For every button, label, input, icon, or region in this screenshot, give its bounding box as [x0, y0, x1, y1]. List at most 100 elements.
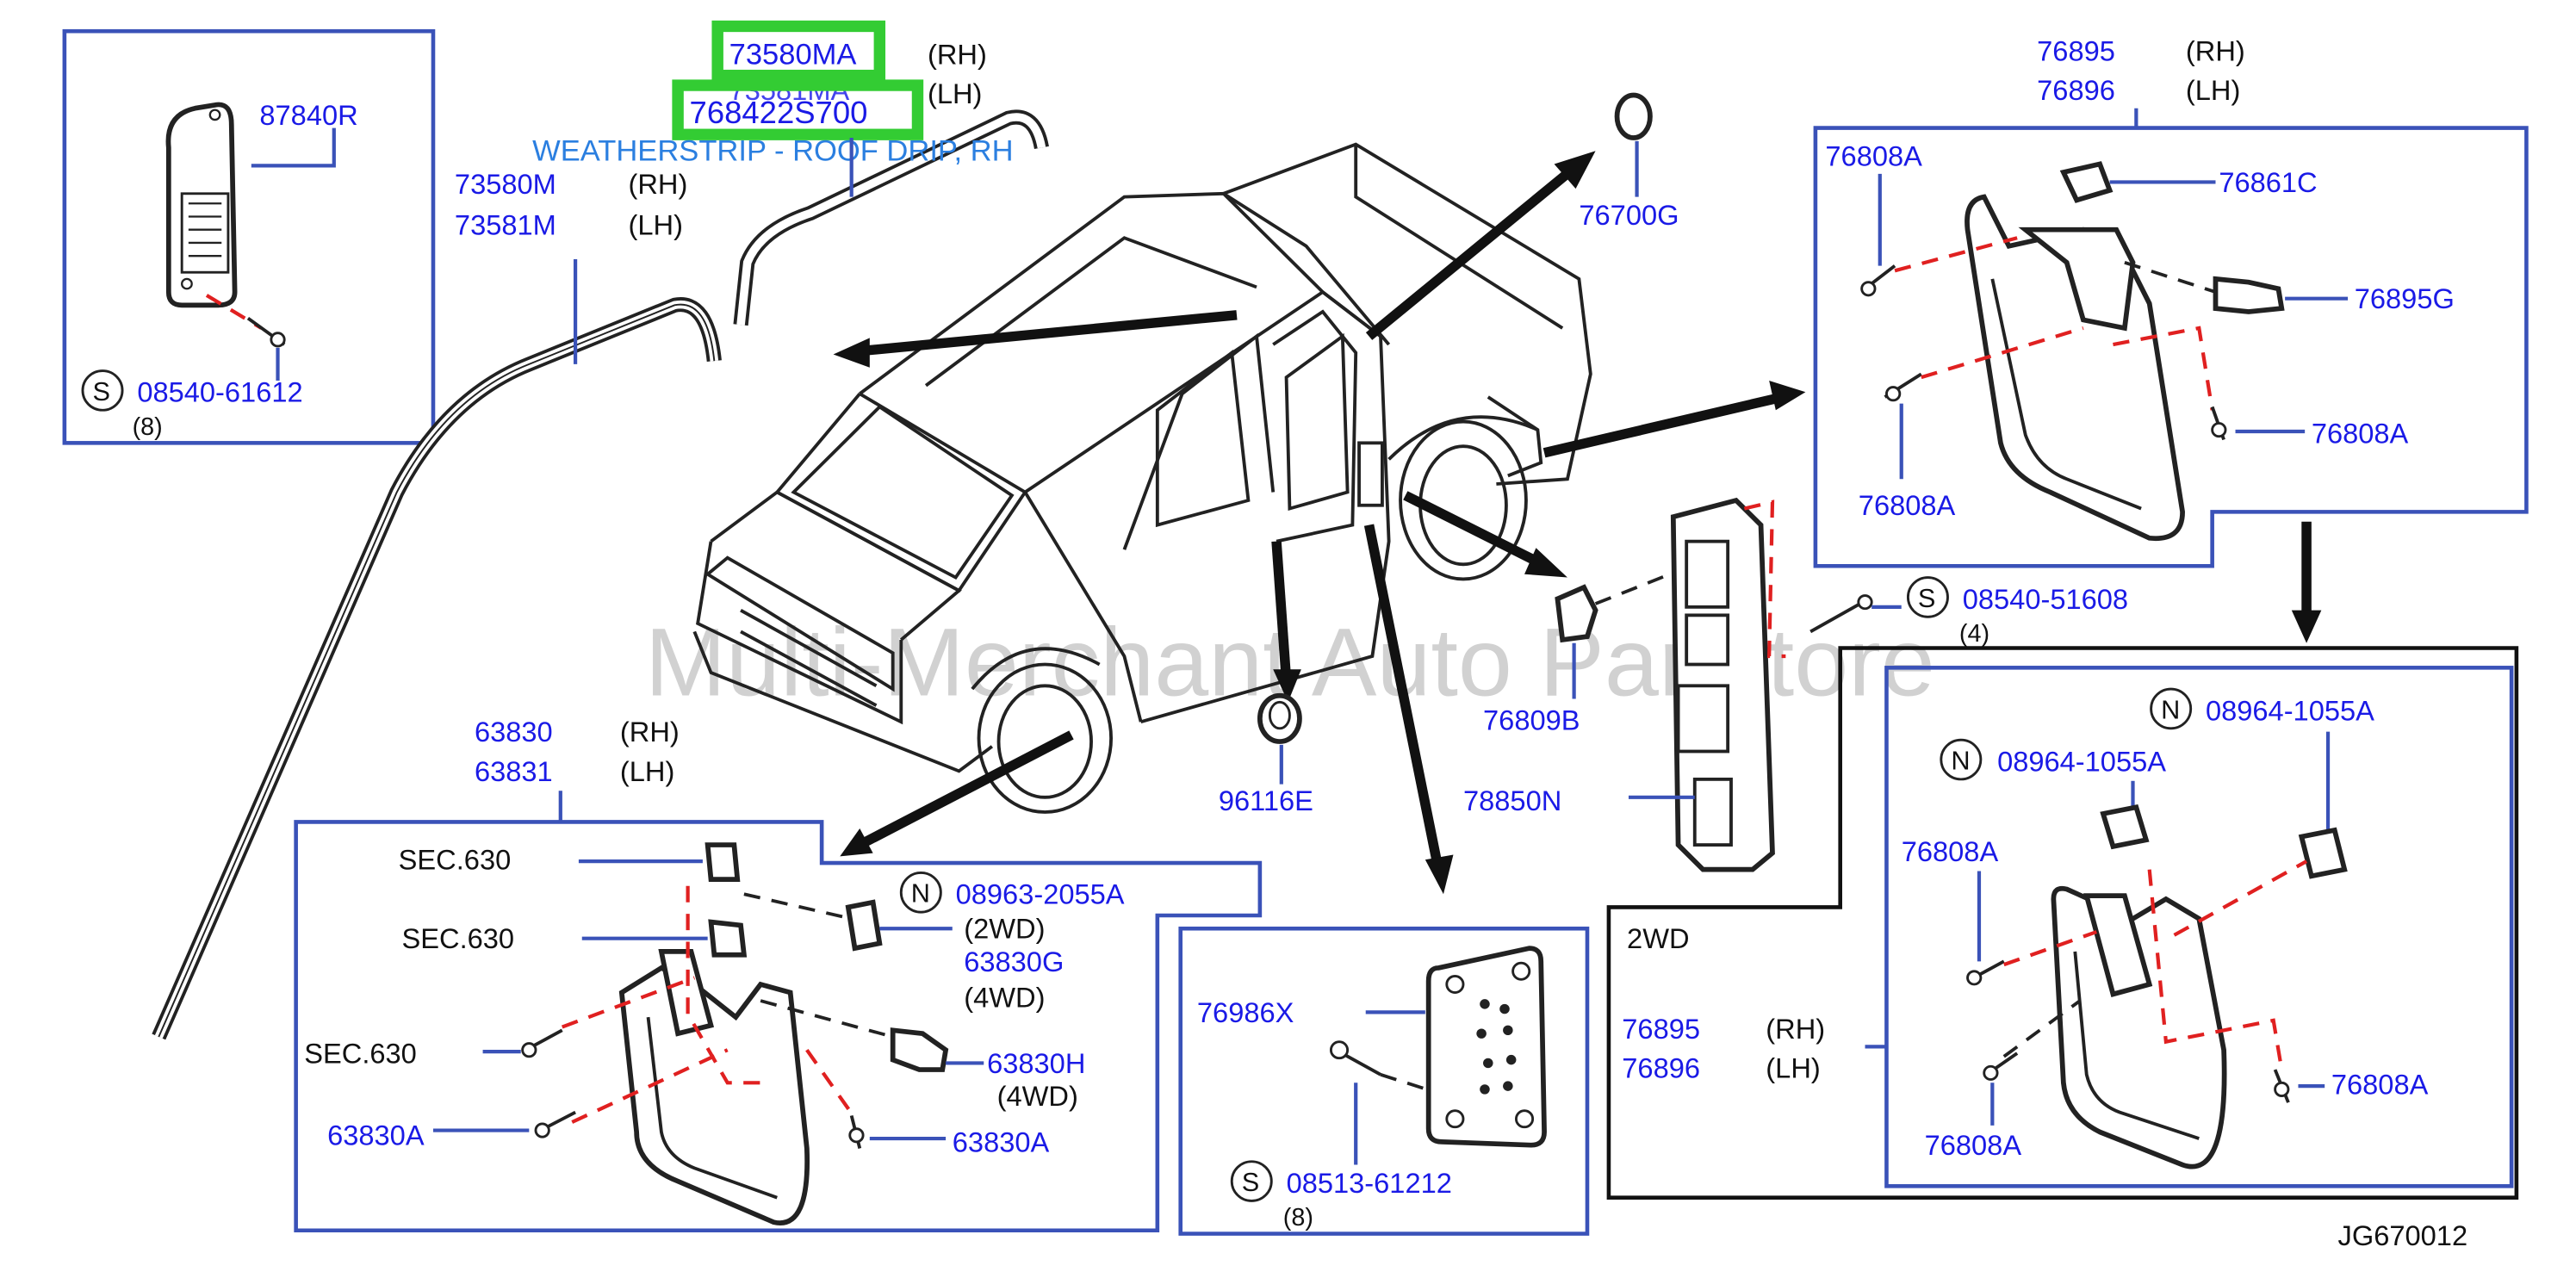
- part-label-08540-51608[interactable]: 08540-51608: [1963, 584, 2128, 615]
- cap-part-76700g: [1614, 92, 1653, 140]
- part-label-76895[interactable]: 76895: [2037, 36, 2115, 67]
- svg-text:N: N: [1951, 747, 1970, 776]
- qty-label: (8): [133, 413, 163, 441]
- part-label-76895-br[interactable]: 76895: [1622, 1014, 1700, 1045]
- mud-flap-part-63830: [618, 949, 810, 1225]
- part-label-76808a-br-b[interactable]: 76808A: [1925, 1130, 2022, 1161]
- part-label-76809b[interactable]: 76809B: [1483, 705, 1580, 736]
- part-label-76700g[interactable]: 76700G: [1579, 200, 1679, 231]
- svg-text:(LH): (LH): [629, 210, 683, 241]
- mud-flap-part-76895-2wd: [2051, 885, 2227, 1169]
- screw-icon: [2273, 1069, 2290, 1103]
- screw-icon: [1809, 594, 1873, 634]
- bottom-right-box: 2WD N 08964-1055A N 08964-1055A 76808A: [1606, 646, 2519, 1200]
- svg-text:(RH): (RH): [928, 39, 987, 70]
- svg-text:(2WD): (2WD): [964, 914, 1045, 945]
- sec-label-c: SEC.630: [304, 1039, 417, 1070]
- svg-text:S: S: [93, 377, 110, 406]
- part-label-73580m[interactable]: 73580M: [455, 169, 556, 200]
- svg-text:S: S: [1242, 1168, 1259, 1197]
- label-2wd: 2WD: [1627, 923, 1690, 954]
- part-label-76808a-b[interactable]: 76808A: [1859, 490, 1956, 521]
- sec-label-b: SEC.630: [402, 923, 515, 954]
- screw-icon: [1966, 959, 2005, 986]
- clip-icon: [890, 1027, 949, 1072]
- grommet-icon: [1257, 692, 1302, 744]
- screw-icon: [534, 1110, 576, 1138]
- pickup-truck-illustration: [692, 142, 1592, 814]
- part-label-08540-61612[interactable]: 08540-61612: [137, 377, 302, 408]
- clip-icon: [2298, 827, 2348, 879]
- part-label-76808a[interactable]: 76808A: [1825, 141, 1922, 172]
- screw-icon: [246, 317, 286, 348]
- part-label-76895g[interactable]: 76895G: [2355, 283, 2455, 314]
- svg-text:(RH): (RH): [2186, 36, 2245, 67]
- bottom-center-box: 76986X S 08513-61212 (8): [1178, 926, 1590, 1236]
- part-label-08963-2055a[interactable]: 08963-2055A: [956, 879, 1125, 910]
- roof-drip-weatherstrip-short: [733, 109, 1049, 326]
- part-label-63830h[interactable]: 63830H: [987, 1048, 1085, 1079]
- n-symbol-icon: N: [899, 872, 942, 914]
- part-label-63830g[interactable]: 63830G: [964, 946, 1064, 977]
- clip-icon: [705, 842, 741, 882]
- svg-text:N: N: [911, 879, 930, 909]
- part-label-08964-1055a[interactable]: 08964-1055A: [2206, 695, 2374, 726]
- svg-text:(4): (4): [1959, 620, 1989, 648]
- top-left-box: 87840R S 08540-61612 (8): [62, 28, 436, 445]
- part-label-76808a-br[interactable]: 76808A: [1902, 836, 1999, 867]
- sec-label-a: SEC.630: [399, 845, 512, 876]
- svg-text:(8): (8): [1283, 1204, 1313, 1231]
- svg-text:(LH): (LH): [928, 78, 982, 109]
- svg-text:(4WD): (4WD): [964, 983, 1045, 1014]
- part-label-63831[interactable]: 63831: [475, 756, 553, 787]
- screw-icon: [848, 1114, 865, 1149]
- clip-icon: [2059, 161, 2114, 203]
- clip-icon: [708, 919, 748, 958]
- part-label-73581m[interactable]: 73581M: [455, 210, 556, 241]
- screw-icon: [1884, 372, 1922, 402]
- svg-text:N: N: [2161, 695, 2180, 724]
- part-label-768422s700[interactable]: 768422S700: [690, 95, 868, 130]
- svg-text:(LH): (LH): [2186, 75, 2240, 106]
- mud-flap-part-87840r: [165, 102, 238, 308]
- part-label-63830[interactable]: 63830: [475, 717, 553, 748]
- top-right-box: 76895 (RH) 76896 (LH) 76808A 76861C 7689…: [1813, 36, 2529, 568]
- svg-text:(RH): (RH): [1766, 1014, 1825, 1045]
- part-label-76808a-c[interactable]: 76808A: [2312, 418, 2409, 449]
- part-label-76896-br[interactable]: 76896: [1622, 1053, 1700, 1084]
- part-label-76896[interactable]: 76896: [2037, 75, 2115, 106]
- screw-icon: [521, 1028, 563, 1058]
- s-symbol-icon: S: [81, 369, 124, 412]
- plate-part-76986x: [1425, 946, 1547, 1148]
- highlight-header: 73581MA 73580MA (RH) (LH) 768422S700 WEA…: [532, 20, 1014, 197]
- part-label-76861c[interactable]: 76861C: [2219, 167, 2317, 198]
- part-label-73580ma[interactable]: 73580MA: [729, 38, 857, 71]
- svg-text:(LH): (LH): [1766, 1053, 1820, 1084]
- part-label-63830a[interactable]: 63830A: [327, 1120, 425, 1151]
- part-label-76986x[interactable]: 76986X: [1197, 997, 1294, 1028]
- part-label-78850n[interactable]: 78850N: [1463, 785, 1561, 816]
- s-symbol-icon: S: [1906, 576, 1949, 618]
- bracket-part-78850n: [1670, 497, 1775, 872]
- highlight-box-768422s700: [672, 79, 924, 140]
- part-label-76808a-br-c[interactable]: 76808A: [2331, 1070, 2429, 1101]
- screw-icon: [1329, 1040, 1381, 1076]
- part-description: WEATHERSTRIP - ROOF DRIP, RH: [532, 135, 1013, 168]
- screw-icon: [1860, 264, 1896, 297]
- svg-text:(4WD): (4WD): [997, 1081, 1078, 1112]
- part-label-96116e[interactable]: 96116E: [1219, 785, 1313, 816]
- screw-icon: [1983, 1052, 2019, 1081]
- center-parts: 76700G 96116E 76809B 78850N: [1219, 92, 2128, 872]
- clip-icon: [845, 899, 883, 952]
- part-label-08964-1055a-b[interactable]: 08964-1055A: [1997, 746, 2166, 777]
- svg-text:(RH): (RH): [620, 717, 680, 748]
- part-label-63830a-b[interactable]: 63830A: [953, 1126, 1050, 1157]
- part-label-87840r[interactable]: 87840R: [259, 100, 357, 131]
- n-symbol-icon: N: [1940, 738, 1983, 781]
- s-symbol-icon: S: [1230, 1160, 1273, 1202]
- svg-text:(RH): (RH): [629, 169, 688, 200]
- part-label-08513-61212[interactable]: 08513-61212: [1287, 1168, 1452, 1199]
- highlight-box-73580ma: [711, 20, 886, 82]
- mud-flap-part-76895: [1965, 194, 2185, 542]
